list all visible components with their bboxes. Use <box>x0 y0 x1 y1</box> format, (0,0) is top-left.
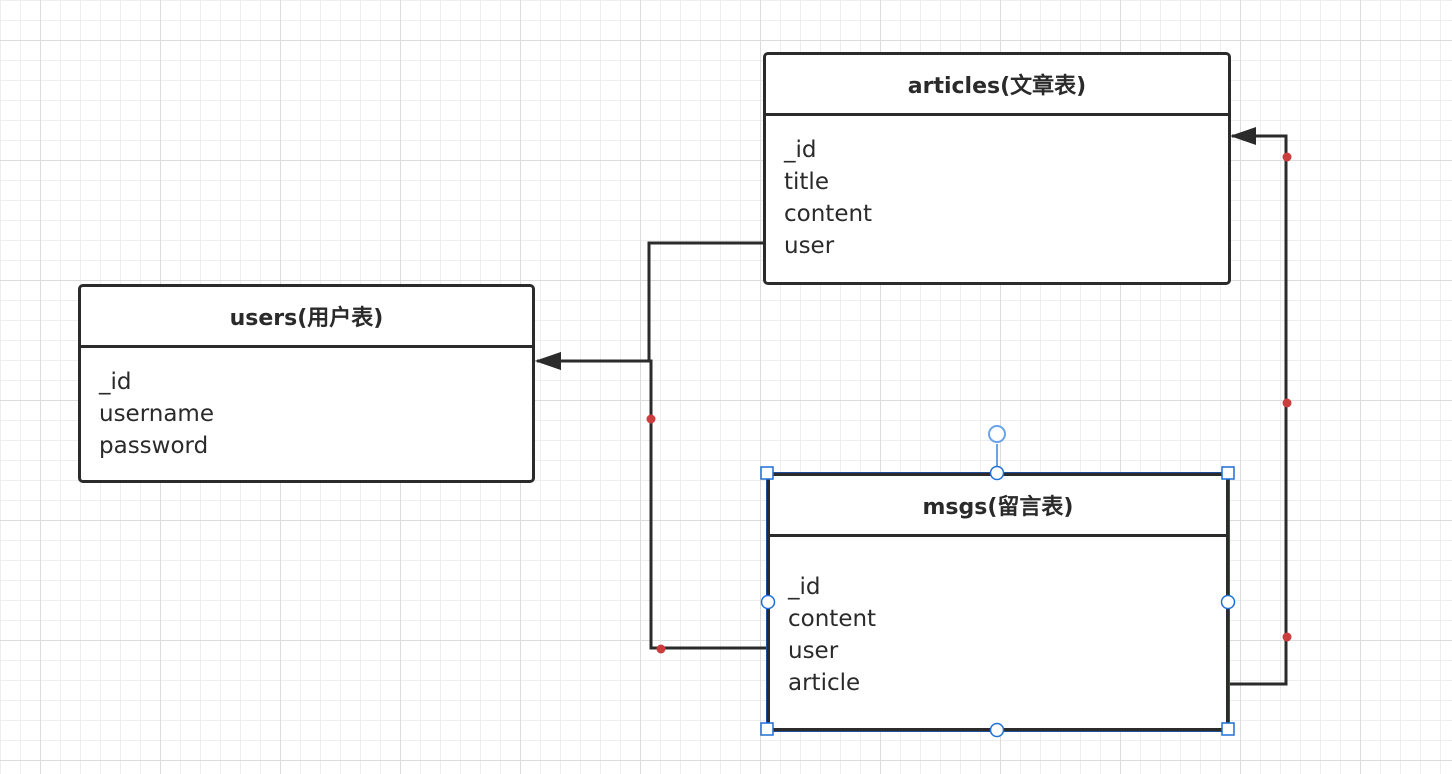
field-item: content <box>788 606 877 632</box>
connector-msgs-user-to-users[interactable] <box>535 352 767 650</box>
field-list: _id username password <box>81 348 532 462</box>
table-articles[interactable]: articles(文章表) _id title content user <box>763 52 1231 285</box>
field-list: _id content user article <box>770 537 1226 699</box>
field-item: _id <box>99 369 132 395</box>
field-item: user <box>788 638 839 664</box>
connector-msgs-article-to-articles[interactable] <box>1229 127 1288 686</box>
table-title: users(用户表) <box>81 287 532 348</box>
field-item: _id <box>788 574 821 600</box>
waypoint-dot[interactable] <box>646 414 656 424</box>
field-list: _id title content user <box>766 116 1228 262</box>
table-title: articles(文章表) <box>766 55 1228 116</box>
field-item: username <box>99 401 214 427</box>
field-item: content <box>784 201 873 227</box>
waypoint-dot[interactable] <box>1282 632 1292 642</box>
table-title: msgs(留言表) <box>770 476 1226 537</box>
waypoint-dot[interactable] <box>656 644 666 654</box>
field-item: article <box>788 670 861 696</box>
field-item: _id <box>784 137 817 163</box>
field-item: user <box>784 233 835 259</box>
field-item: password <box>99 433 209 459</box>
waypoint-dot[interactable] <box>1282 152 1292 162</box>
field-item: title <box>784 169 829 195</box>
connector-articles-user-to-users[interactable] <box>535 241 763 370</box>
table-msgs[interactable]: msgs(留言表) _id content user article <box>766 472 1230 732</box>
table-users[interactable]: users(用户表) _id username password <box>78 284 535 483</box>
waypoint-dot[interactable] <box>1282 398 1292 408</box>
